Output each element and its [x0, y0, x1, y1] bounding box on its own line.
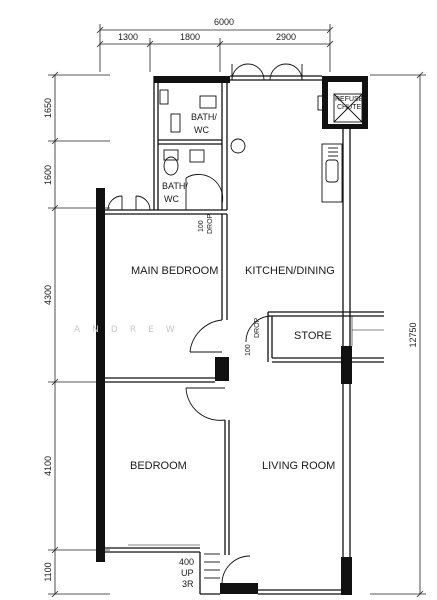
dim-left-segment-4: 4100 [43, 456, 53, 476]
room-label-refuse-chute-line1: REFUSE [335, 96, 364, 103]
drop-label-2-text: DROP [254, 317, 261, 338]
doors [107, 63, 303, 584]
room-label-bath-wc-1-line2: WC [194, 125, 209, 135]
room-label-refuse-chute-line2: CHUTE [337, 104, 361, 111]
room-label-store: STORE [294, 330, 332, 342]
dim-top-segment-2: 1800 [180, 32, 200, 42]
windows [128, 316, 384, 546]
dim-left-segment-5: 1100 [43, 562, 53, 581]
right-dimension [370, 71, 426, 598]
room-label-kitchen-dining: KITCHEN/DINING [245, 265, 335, 277]
room-label-living-room: LIVING ROOM [262, 460, 335, 472]
dim-right-total: 12750 [408, 322, 418, 347]
stair-label-line2: UP [181, 568, 194, 578]
stair-label-line3: 3R [182, 579, 194, 589]
room-label-bath-wc-1-line1: BATH/ [191, 112, 217, 122]
walls [96, 76, 368, 595]
thin-walls [105, 75, 384, 595]
dim-left-segment-3: 4300 [43, 285, 53, 305]
dim-left-segment-1: 1650 [43, 98, 53, 118]
drop-label-2-value: 100 [245, 344, 252, 356]
room-label-bedroom: BEDROOM [130, 460, 187, 472]
watermark: ANDREW [74, 325, 187, 335]
stair-label-line1: 400 [179, 557, 194, 567]
room-label-bath-wc-2-line2: WC [164, 194, 179, 204]
left-dimensions [48, 71, 110, 598]
fixtures [159, 89, 363, 579]
dim-top-total: 6000 [214, 17, 234, 27]
drop-label-1-value: 100 [198, 220, 205, 232]
room-label-bath-wc-2-line1: BATH/ [162, 181, 188, 191]
dim-left-segment-2: 1600 [43, 165, 53, 185]
drop-label-1-text: DROP [207, 213, 214, 234]
dim-top-segment-1: 1300 [118, 32, 138, 42]
top-dimensions [96, 24, 334, 72]
dim-top-segment-3: 2900 [276, 32, 296, 42]
room-label-main-bedroom: MAIN BEDROOM [131, 265, 218, 277]
